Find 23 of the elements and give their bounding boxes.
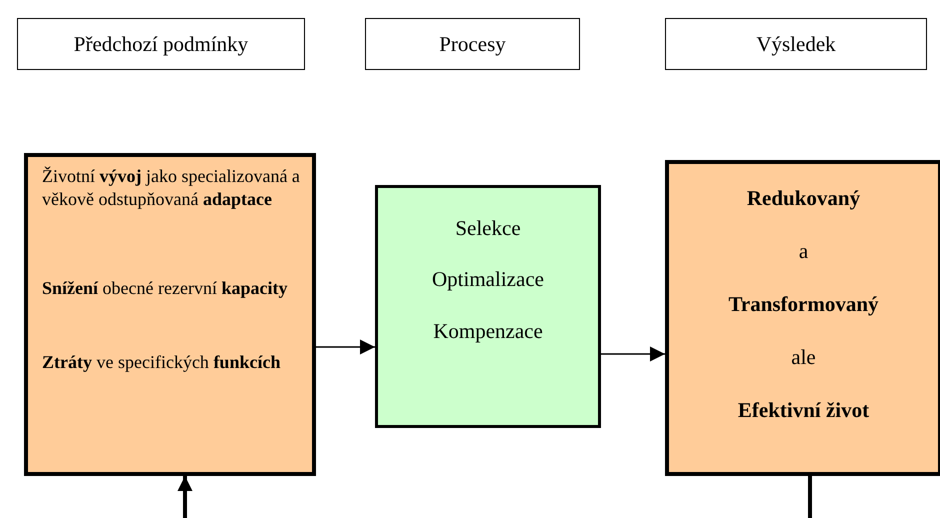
node-text: Redukovaný — [746, 186, 862, 211]
node-text: Ztráty ve specifických funkcích — [42, 351, 282, 374]
arrow — [316, 340, 375, 354]
node-text: Životní vývoj jako specializovaná a věkově odstupňovaná adaptace — [42, 165, 301, 212]
node-text: a — [798, 239, 810, 264]
node-text: ale — [790, 345, 817, 370]
column-header-box — [365, 18, 580, 70]
column-header-box — [665, 18, 927, 70]
node-text: Selekce — [454, 216, 522, 241]
process-box — [375, 185, 601, 428]
arrow — [601, 346, 665, 362]
node-text: Transformovaný — [727, 292, 880, 317]
node-text: Snížení obecné rezervní kapacity — [42, 277, 288, 300]
header-text: Předchozí podmínky — [72, 30, 250, 58]
node-text: Efektivní život — [736, 398, 870, 423]
header-text: Výsledek — [755, 30, 837, 58]
header-text: Procesy — [438, 30, 507, 58]
node-text: Kompenzace — [432, 319, 544, 344]
column-header-box — [17, 18, 305, 70]
stage-box — [24, 153, 316, 476]
arrow — [178, 476, 192, 518]
node-text: Optimalizace — [431, 267, 545, 292]
stage-box — [665, 160, 940, 476]
